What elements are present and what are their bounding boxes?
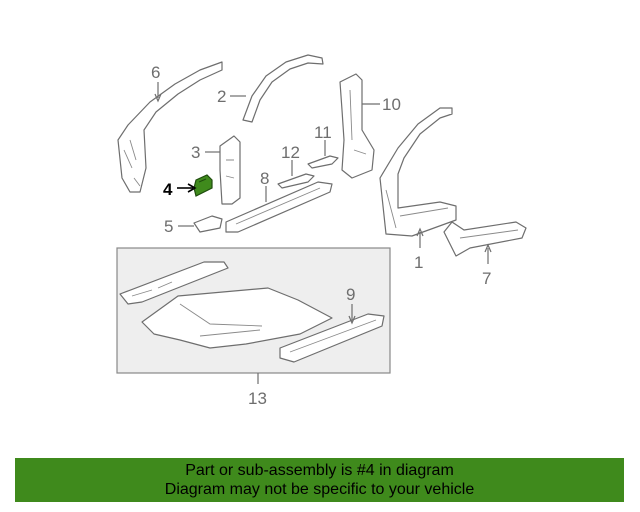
part-5-bracket[interactable] [193,215,223,233]
part-11-plate[interactable] [307,155,339,169]
callout-6[interactable]: 6 [151,63,160,82]
arrow-7 [484,243,492,253]
arrow-6 [154,93,162,103]
callout-7[interactable]: 7 [482,269,491,288]
banner-line-2: Diagram may not be specific to your vehi… [164,481,475,498]
part-6-pillar[interactable] [117,61,223,193]
part-10-center-pillar[interactable] [339,73,375,179]
arrow-1 [416,227,424,237]
part-9-floor-sill[interactable] [279,313,385,363]
callout-4[interactable]: 4 [163,180,173,199]
callout-10[interactable]: 10 [382,95,401,114]
part-4-bracket[interactable] [193,174,213,197]
callout-9[interactable]: 9 [346,285,355,304]
arrow-4 [187,183,197,193]
part-3-inner-pillar[interactable] [219,135,241,205]
callout-5[interactable]: 5 [164,217,173,236]
part-2-roof-rail[interactable] [242,54,324,123]
callout-8[interactable]: 8 [260,169,269,188]
fitment-banner: Part or sub-assembly is #4 in diagram Di… [15,458,624,502]
callout-11[interactable]: 11 [314,123,332,142]
callout-13[interactable]: 13 [248,389,267,408]
callout-3[interactable]: 3 [191,143,200,162]
callout-12[interactable]: 12 [281,143,300,162]
part-1-side-outer[interactable] [379,107,457,237]
part-13-floor-pan[interactable] [119,261,333,349]
callout-2[interactable]: 2 [217,87,226,106]
part-8-rocker[interactable] [225,181,333,233]
part-7-rear-rocker[interactable] [443,221,527,257]
part-12-plate[interactable] [277,173,315,189]
parts-diagram: 6 2 3 4 5 8 12 11 [116,54,527,408]
callout-1[interactable]: 1 [414,253,423,272]
arrow-9 [348,315,356,325]
banner-line-1: Part or sub-assembly is #4 in diagram [185,462,454,479]
